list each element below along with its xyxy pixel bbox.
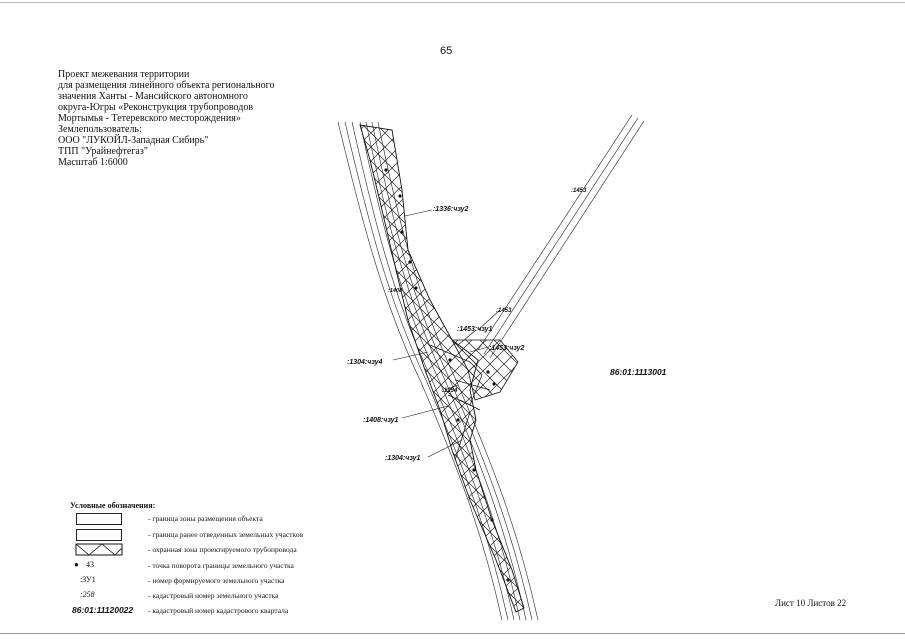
land-user-label: Землепользователь: <box>58 124 142 135</box>
legend-title: Условные обозначения: <box>70 501 156 510</box>
legend-text: - охранная зона проектируемого трубопров… <box>148 545 297 554</box>
parcel-label-1453-mid: :1453 <box>496 308 512 314</box>
title-line: Проект межевания территории <box>58 69 190 80</box>
parcel-label-1453-czu1: :1453:чзу1 <box>457 326 493 333</box>
legend-symbol: ● 43 <box>74 560 94 569</box>
legend-item-cadastral-parcel: :258 - кадастровый номер земельного учас… <box>68 589 368 603</box>
parcel-label-1304-czu4: :1304:чзу4 <box>347 359 383 366</box>
parcel-label-1304-czu1: :1304:чзу1 <box>385 455 421 462</box>
legend-text: - точка поворота границы земельного учас… <box>148 561 294 570</box>
parcel-label-1453-czu2: :1453:чзу2 <box>489 345 525 352</box>
land-user-company: ООО "ЛУКОЙЛ-Западная Сибирь" <box>58 135 209 146</box>
legend-symbol <box>68 512 148 526</box>
legend-text: - граница ранее отведенных земельных уча… <box>148 530 304 539</box>
label-leaders <box>392 209 501 458</box>
legend-symbol: :258 <box>80 590 95 599</box>
legend-item-cadastral-quarter: 86:01:11120022 - кадастровый номер кадас… <box>68 604 368 618</box>
legend-item-placement-zone: - граница зоны размещения объекта <box>68 512 368 526</box>
legend-item-previous-parcels: - граница ранее отведенных земельных уча… <box>68 528 368 542</box>
legend-symbol: 86:01:11120022 <box>72 605 134 615</box>
title-line: для размещения линейного объекта региона… <box>58 80 275 91</box>
protective-zone <box>359 124 525 613</box>
title-line: округа-Югры «Реконструкция трубопроводов <box>58 102 254 113</box>
cadastral-quarter-label: 86:01:1113001 <box>610 367 667 377</box>
parcel-label-1294: :1294 <box>442 388 458 394</box>
parcel-label-1408: :1408 <box>388 288 403 294</box>
title-line: Мортымья - Тетеревского месторождения» <box>58 113 241 124</box>
sheet-number: Лист 10 Листов 22 <box>775 598 847 608</box>
legend-text: - граница зоны размещения объекта <box>148 514 263 523</box>
legend-item-turning-point: ● 43 - точка поворота границы земельного… <box>68 559 368 573</box>
dot-icon: ● <box>74 560 79 569</box>
page-number: 65 <box>440 45 453 57</box>
title-line: значения Ханты - Мансийского автономного <box>58 91 248 102</box>
legend-text: - кадастровый номер земельного участка <box>148 591 279 600</box>
land-user-division: ТПП "Урайнефтегаз" <box>58 146 148 157</box>
legend-text: - номер формируемого земельного участка <box>148 576 285 585</box>
page-top-edge <box>0 2 905 3</box>
legend-item-protective-zone: - охранная зона проектируемого трубопров… <box>68 543 368 557</box>
parcel-label-1453-top: :1453 <box>571 188 587 194</box>
page-bottom-edge <box>0 633 905 634</box>
legend-text: - кадастровый номер кадастрового квартал… <box>148 606 289 615</box>
parcel-label-1336-czu2: :1336:чзу2 <box>433 206 469 213</box>
legend-symbol: :ЗУ1 <box>80 575 96 584</box>
legend-symbol <box>68 543 148 557</box>
parcel-label-1408-czu1: :1408:чзу1 <box>363 417 399 424</box>
junction-details <box>429 329 491 461</box>
map-scale: Масштаб 1:6000 <box>58 157 128 168</box>
legend-symbol <box>68 528 148 542</box>
legend-item-new-parcel: :ЗУ1 - номер формируемого земельного уча… <box>68 574 368 588</box>
branch-road <box>477 114 645 359</box>
title-block: Проект межевания территории для размещен… <box>58 69 318 168</box>
turning-points <box>384 168 510 582</box>
